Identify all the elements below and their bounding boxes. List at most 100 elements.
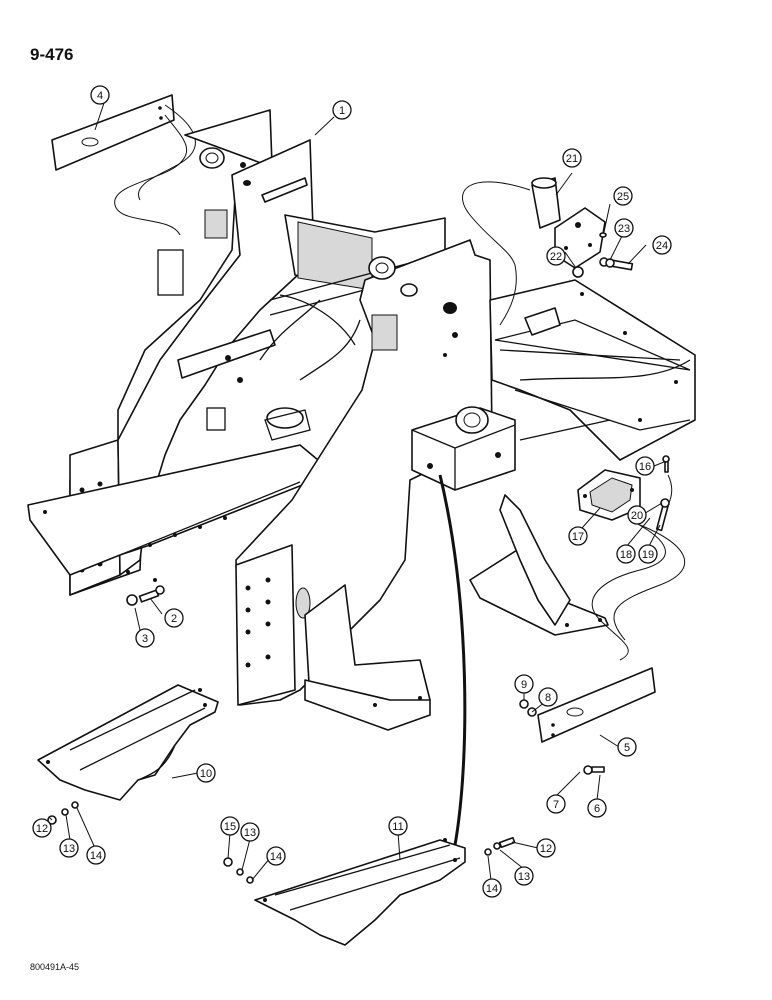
callout-label: 5 — [624, 742, 630, 754]
callout-label: 25 — [617, 191, 629, 203]
callout-circle — [135, 628, 155, 648]
page-number: 9-476 — [30, 45, 74, 64]
callout-c23: 23 — [614, 218, 634, 238]
callout-label: 22 — [550, 251, 562, 263]
main-frame-right-tower — [235, 239, 696, 846]
callout-label: 19 — [642, 549, 654, 561]
callout-circle — [613, 186, 633, 206]
callout-label: 12 — [540, 843, 552, 855]
callout-label: 14 — [90, 850, 102, 862]
callout-c17: 17 — [568, 526, 588, 546]
callout-c16: 16 — [635, 456, 655, 476]
callout-c14a: 14 — [86, 845, 106, 865]
callout-circle — [546, 794, 566, 814]
main-frame-1 — [27, 109, 446, 596]
callout-label: 20 — [631, 510, 643, 522]
callout-circle — [587, 798, 607, 818]
callout-c4: 4 — [90, 85, 110, 105]
callout-c5: 5 — [617, 737, 637, 757]
callout-circle — [562, 148, 582, 168]
callout-label: 8 — [545, 692, 551, 704]
callout-c15: 15 — [220, 816, 240, 836]
callout-circle — [568, 526, 588, 546]
callout-c13b: 13 — [514, 866, 534, 886]
callout-c10: 10 — [196, 763, 216, 783]
callout-label: 13 — [63, 843, 75, 855]
callout-label: 21 — [566, 153, 578, 165]
callout-c19: 19 — [638, 544, 658, 564]
callout-c2: 2 — [164, 608, 184, 628]
callout-circle — [616, 544, 636, 564]
callout-c13a: 13 — [59, 838, 79, 858]
callout-label: 24 — [656, 240, 668, 252]
callout-label: 23 — [618, 223, 630, 235]
callout-label: 10 — [200, 768, 212, 780]
callout-label: 6 — [594, 803, 600, 815]
figure-code: 800491A-45 — [30, 962, 80, 972]
callout-circle — [240, 822, 260, 842]
callout-label: 7 — [553, 799, 559, 811]
fastener-2-3 — [126, 585, 165, 606]
shaft-21 — [462, 177, 634, 326]
callout-c7: 7 — [546, 794, 566, 814]
callout-c25: 25 — [613, 186, 633, 206]
callout-label: 2 — [171, 613, 177, 625]
callout-circle — [220, 816, 240, 836]
callout-circle — [536, 838, 556, 858]
callout-circle — [86, 845, 106, 865]
callout-label: 3 — [142, 633, 148, 645]
callout-c18: 18 — [616, 544, 636, 564]
callout-c12b: 12 — [536, 838, 556, 858]
callout-label: 12 — [36, 823, 48, 835]
callout-circle — [614, 218, 634, 238]
callout-c6: 6 — [587, 798, 607, 818]
callout-circle — [90, 85, 110, 105]
callout-circle — [32, 818, 52, 838]
cover-plate-5 — [519, 667, 656, 775]
callout-label: 4 — [97, 90, 103, 102]
skid-plate-10 — [37, 684, 219, 825]
callout-label: 14 — [486, 883, 498, 895]
callout-circle — [627, 505, 647, 525]
callout-circle — [482, 878, 502, 898]
callout-circle — [196, 763, 216, 783]
callout-circle — [164, 608, 184, 628]
callout-c22: 22 — [546, 246, 566, 266]
callout-c9: 9 — [514, 674, 534, 694]
callout-label: 14 — [270, 851, 282, 863]
callout-c8: 8 — [538, 687, 558, 707]
callout-circle — [546, 246, 566, 266]
callout-circle — [332, 100, 352, 120]
callout-circle — [388, 816, 408, 836]
callout-label: 1 — [339, 105, 345, 117]
skid-plate-11 — [223, 836, 516, 946]
callout-c20: 20 — [627, 505, 647, 525]
callout-label: 9 — [521, 679, 527, 691]
callout-c13c: 13 — [240, 822, 260, 842]
callout-label: 13 — [518, 871, 530, 883]
callout-circle — [617, 737, 637, 757]
callout-label: 18 — [620, 549, 632, 561]
callout-c24: 24 — [652, 235, 672, 255]
cover-plate-4 — [51, 94, 196, 236]
callout-circle — [514, 674, 534, 694]
callout-c14c: 14 — [266, 846, 286, 866]
callout-c1: 1 — [332, 100, 352, 120]
callout-label: 16 — [639, 461, 651, 473]
callout-circle — [635, 456, 655, 476]
callout-leaders — [49, 102, 665, 881]
callout-c11: 11 — [388, 816, 408, 836]
callout-label: 11 — [392, 821, 403, 833]
callout-label: 15 — [224, 821, 236, 833]
callout-c21: 21 — [562, 148, 582, 168]
callout-c14b: 14 — [482, 878, 502, 898]
callout-label: 17 — [572, 531, 584, 543]
callout-label: 13 — [244, 827, 256, 839]
callout-circle — [514, 866, 534, 886]
callout-circle — [59, 838, 79, 858]
callout-c3: 3 — [135, 628, 155, 648]
callout-circle — [538, 687, 558, 707]
callout-circle — [652, 235, 672, 255]
